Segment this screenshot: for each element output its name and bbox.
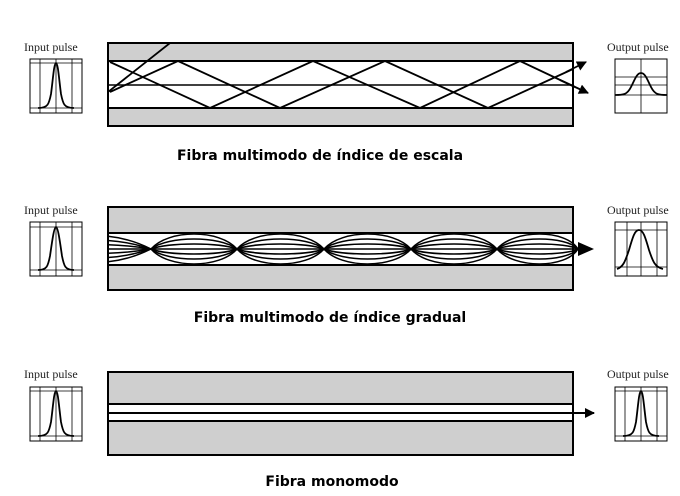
slightly-broadened-pulse	[616, 229, 664, 270]
zigzag-ray-a	[109, 60, 576, 109]
step-index-fiber	[107, 42, 589, 127]
zigzag-ray-b	[109, 60, 574, 109]
broadened-pulse	[614, 72, 668, 96]
output-pulse-label-2: Output pulse	[607, 203, 669, 217]
output-pulse-chart-3	[614, 386, 668, 442]
input-pulse-label-3: Input pulse	[24, 367, 78, 381]
output-pulse-chart-2	[614, 221, 668, 277]
input-pulse-chart-2	[29, 221, 83, 277]
narrow-pulse	[37, 390, 75, 437]
narrow-pulse	[37, 226, 75, 271]
input-pulse-label-2: Input pulse	[24, 203, 78, 217]
output-pulse-chart-1	[614, 58, 668, 114]
input-pulse-label-1: Input pulse	[24, 40, 78, 54]
output-pulse-label-3: Output pulse	[607, 367, 669, 381]
output-pulse-label-1: Output pulse	[607, 40, 669, 54]
escaping-ray	[108, 43, 171, 93]
caption-graded-index: Fibra multimodo de índice gradual	[193, 310, 467, 326]
single-mode-fiber	[107, 371, 595, 456]
narrow-pulse	[622, 390, 660, 437]
zigzag-ray-a-arrow	[559, 79, 589, 94]
input-pulse-chart-1	[29, 58, 83, 114]
narrow-pulse	[37, 62, 75, 109]
zigzag-ray-b-arrow	[565, 61, 587, 73]
caption-single-mode: Fibra monomodo	[265, 474, 399, 490]
graded-ray-path	[107, 243, 579, 250]
graded-index-fiber	[107, 206, 594, 291]
input-pulse-chart-3	[29, 386, 83, 442]
caption-step-index: Fibra multimodo de índice de escala	[176, 148, 464, 164]
graded-arrowhead	[578, 242, 594, 256]
sinusoidal-rays	[107, 233, 579, 265]
